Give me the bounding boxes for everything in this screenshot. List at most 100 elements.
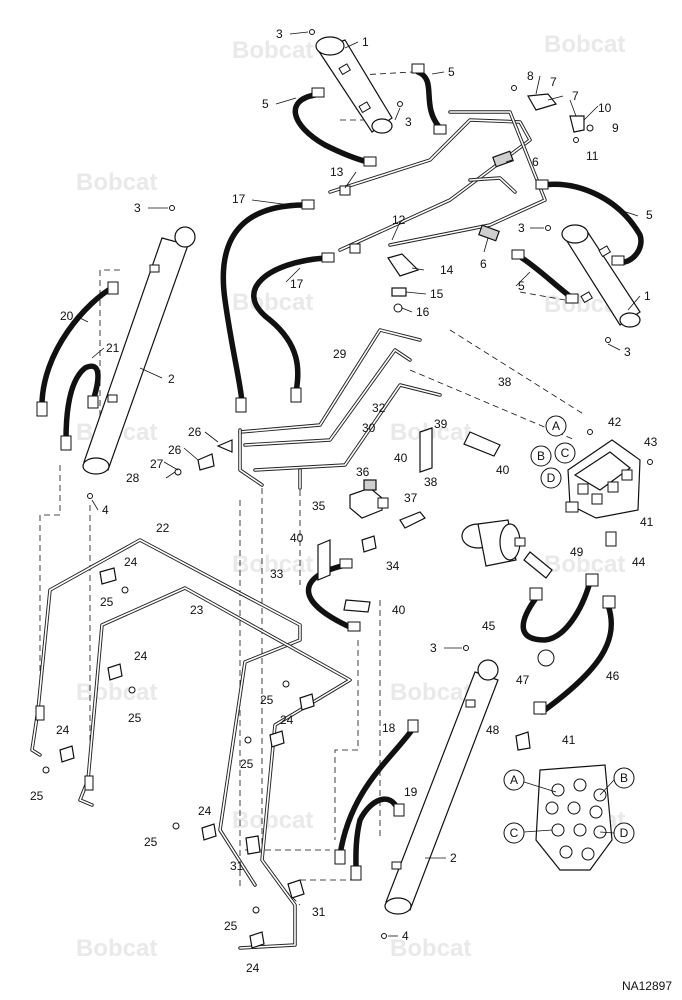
callout-12: 12 — [392, 213, 406, 227]
watermark-text: Bobcat — [232, 37, 313, 64]
callout-45: 45 — [482, 619, 496, 633]
bolts-and-pins — [42, 29, 653, 939]
callout-5: 5 — [448, 65, 455, 79]
callout-34: 34 — [386, 559, 400, 573]
callout-24: 24 — [124, 555, 138, 569]
callout-20: 20 — [60, 309, 74, 323]
callout-7: 7 — [550, 75, 557, 89]
port-marker-b-inset — [613, 767, 635, 789]
port-marker-c-inset — [503, 822, 525, 844]
callout-15: 15 — [430, 287, 444, 301]
callout-1: 1 — [644, 289, 651, 303]
metal-tubes-middle — [238, 328, 442, 490]
callout-25: 25 — [240, 757, 254, 771]
port-marker-b — [530, 445, 552, 467]
callout-11: 11 — [586, 149, 599, 163]
callout-38: 38 — [424, 475, 438, 489]
watermark-text: Bobcat — [232, 289, 313, 316]
control-valve-41 — [565, 439, 641, 547]
callout-28: 28 — [126, 471, 140, 485]
watermark-text: Bobcat — [76, 679, 157, 706]
callout-40: 40 — [392, 603, 406, 617]
elbow-fittings — [245, 649, 555, 899]
callout-3: 3 — [624, 345, 631, 359]
callout-5: 5 — [518, 279, 525, 293]
callout-5: 5 — [646, 208, 653, 222]
port-letter-a: A — [552, 419, 560, 433]
callout-22: 22 — [156, 521, 170, 535]
callout-21: 21 — [106, 341, 120, 355]
callout-7: 7 — [572, 89, 579, 103]
callout-25: 25 — [128, 711, 142, 725]
callout-29: 29 — [333, 347, 347, 361]
callout-25: 25 — [144, 835, 158, 849]
callout-36: 36 — [356, 465, 370, 479]
callout-25: 25 — [224, 919, 238, 933]
callout-3: 3 — [518, 221, 525, 235]
callout-48: 48 — [486, 723, 500, 737]
callout-43: 43 — [644, 435, 658, 449]
adapters-and-hardware — [174, 93, 594, 476]
callout-35: 35 — [312, 499, 326, 513]
top-cylinder-right — [561, 224, 641, 328]
callout-24: 24 — [134, 649, 148, 663]
callout-47: 47 — [516, 673, 530, 687]
callout-17: 17 — [290, 277, 304, 291]
callout-8: 8 — [527, 69, 534, 83]
callout-31: 31 — [230, 859, 244, 873]
callout-24: 24 — [198, 804, 212, 818]
callout-25: 25 — [30, 789, 44, 803]
callout-38: 38 — [498, 375, 512, 389]
callout-31: 31 — [312, 905, 326, 919]
port-letter-d-inset: D — [620, 826, 629, 840]
callout-24: 24 — [56, 723, 70, 737]
watermark-text: Bobcat — [544, 31, 625, 58]
callout-6: 6 — [532, 155, 539, 169]
port-letter-b-inset: B — [620, 771, 628, 785]
callout-17: 17 — [232, 192, 246, 206]
callout-30: 30 — [362, 421, 376, 435]
callout-26: 26 — [188, 425, 202, 439]
callout-40: 40 — [496, 463, 510, 477]
callout-23: 23 — [190, 603, 204, 617]
port-letter-a-inset: A — [510, 773, 518, 787]
solenoid-valve-35 — [349, 479, 426, 553]
callout-4: 4 — [402, 929, 409, 943]
port-letter-b: B — [537, 449, 545, 463]
watermark-text: Bobcat — [76, 935, 157, 962]
watermark-text: Bobcat — [390, 679, 471, 706]
port-marker-d — [540, 467, 562, 489]
metal-tubes-upper — [328, 110, 547, 252]
callout-1: 1 — [362, 35, 369, 49]
callout-32: 32 — [372, 401, 386, 415]
callout-4: 4 — [102, 503, 109, 517]
hose-fittings — [35, 63, 625, 881]
drawing-number: NA12897 — [622, 979, 672, 993]
watermark-text: Bobcat — [232, 807, 313, 834]
callout-42: 42 — [608, 415, 622, 429]
dashed-alignment-lines — [39, 71, 586, 906]
callout-24: 24 — [246, 961, 260, 975]
pump-motor — [461, 519, 553, 579]
callout-41: 41 — [562, 733, 576, 747]
callout-40: 40 — [290, 531, 304, 545]
callout-labels: 1 1 2 2 3 3 3 3 3 3 4 4 5 5 5 5 6 6 7 7 … — [30, 27, 658, 975]
callout-16: 16 — [416, 305, 430, 319]
watermark-text: Bobcat — [76, 169, 157, 196]
valve-inset-view — [535, 764, 613, 871]
callout-26: 26 — [168, 443, 182, 457]
long-tubes-lower — [30, 538, 352, 950]
watermark-text: Bobcat — [390, 935, 471, 962]
callout-25: 25 — [100, 595, 114, 609]
callout-40: 40 — [394, 451, 408, 465]
callout-10: 10 — [598, 101, 612, 115]
top-cylinder-left — [315, 36, 393, 134]
port-marker-a — [545, 415, 567, 437]
plate-brackets — [317, 427, 501, 613]
callout-3: 3 — [430, 641, 437, 655]
callout-39: 39 — [434, 417, 448, 431]
callout-44: 44 — [632, 555, 646, 569]
callout-14: 14 — [440, 263, 454, 277]
callout-41: 41 — [640, 515, 654, 529]
